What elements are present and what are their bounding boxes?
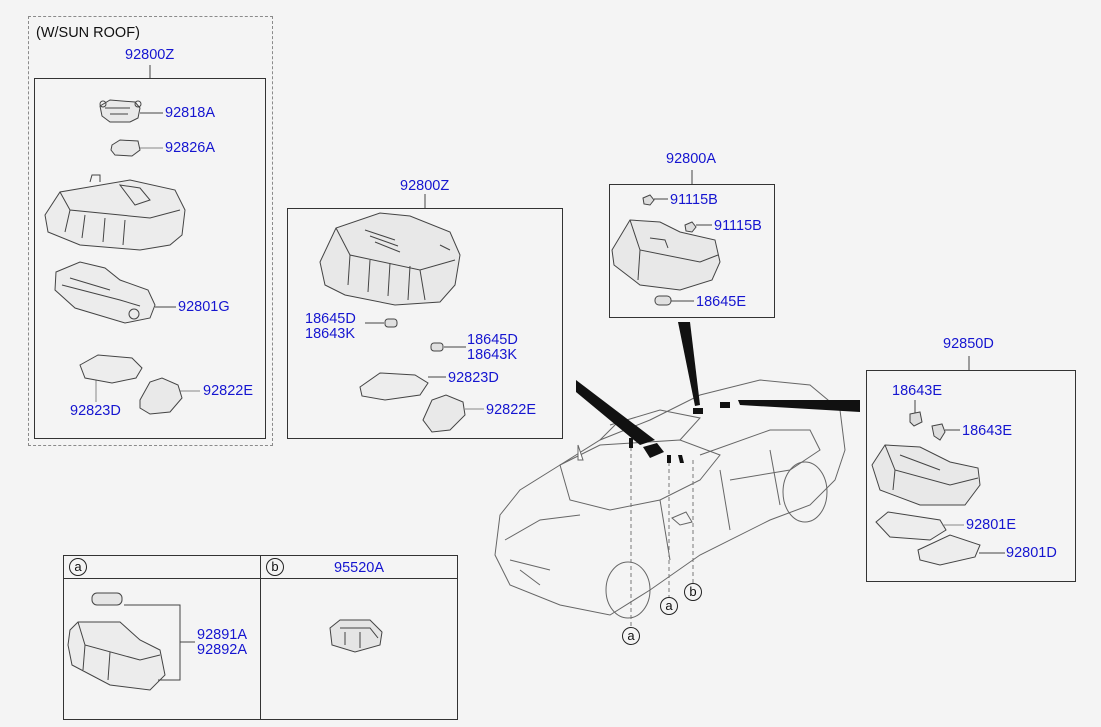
part-92801G: [54, 261, 156, 324]
sunroof-assembly-box: [34, 78, 266, 439]
part-92822E-left: [139, 377, 183, 415]
part-label-92822E-sunroof[interactable]: 92822E: [203, 383, 253, 399]
part-label-92823D-sunroof[interactable]: 92823D: [70, 403, 121, 419]
part-label-92850D[interactable]: 92850D: [943, 336, 994, 352]
top-assembly-box: [609, 184, 775, 318]
lens-92801E: [875, 511, 947, 541]
part-label-18645E[interactable]: 18645E: [696, 294, 746, 310]
part-console-left: [44, 174, 186, 251]
part-label-92826A[interactable]: 92826A: [165, 140, 215, 156]
part-label-18645D-left[interactable]: 18645D: [305, 311, 356, 327]
roof-lamp-marker-2: [720, 402, 730, 408]
part-console-top: [611, 219, 721, 291]
part-label-92891A[interactable]: 92891A: [197, 627, 247, 643]
bulb-18645D-right: [430, 342, 444, 352]
center-assembly-box: [287, 208, 563, 439]
part-92818A: [99, 99, 142, 123]
part-label-18645D-right[interactable]: 18645D: [467, 332, 518, 348]
part-label-92800A[interactable]: 92800A: [666, 151, 716, 167]
part-label-18643K-left[interactable]: 18643K: [305, 326, 355, 342]
roof-lamp-marker-1: [693, 408, 703, 414]
part-console-rear: [871, 444, 981, 506]
part-label-91115B-2[interactable]: 91115B: [714, 218, 762, 234]
part-92826A: [110, 139, 141, 157]
roof-console-marker: [643, 443, 664, 458]
part-92891A-lamp: [67, 592, 166, 691]
part-label-92823D-center[interactable]: 92823D: [448, 370, 499, 386]
lamp-location-markers: [629, 438, 684, 463]
part-95520A-detail: [340, 627, 379, 648]
part-label-92801D[interactable]: 92801D: [1006, 545, 1057, 561]
part-label-92801E[interactable]: 92801E: [966, 517, 1016, 533]
lens-92801D: [917, 534, 981, 566]
part-92822E-center: [422, 394, 466, 433]
clip-91115B-1: [642, 194, 655, 206]
car-marker-b[interactable]: b: [684, 583, 702, 601]
pointer-rear-console: [738, 400, 860, 412]
socket-18643E-2: [931, 423, 946, 441]
car-outline: [494, 379, 846, 619]
part-label-92818A[interactable]: 92818A: [165, 105, 215, 121]
part-label-18643E-2[interactable]: 18643E: [962, 423, 1012, 439]
part-label-18643E-1[interactable]: 18643E: [892, 383, 942, 399]
clip-91115B-2: [684, 221, 697, 233]
part-92823D-center: [359, 372, 429, 401]
car-marker-a-1[interactable]: a: [622, 627, 640, 645]
part-label-92800Z-sunroof[interactable]: 92800Z: [125, 47, 175, 63]
pointer-top-console: [678, 322, 700, 406]
rear-assembly-box: [866, 370, 1076, 582]
part-label-18643K-right[interactable]: 18643K: [467, 347, 517, 363]
pointer-center-console: [576, 380, 655, 445]
part-console-center: [319, 212, 461, 306]
car-marker-a-2[interactable]: a: [660, 597, 678, 615]
bulb-18645D-left: [384, 318, 398, 328]
sunroof-variant-frame: [28, 16, 273, 446]
part-label-92892A[interactable]: 92892A: [197, 642, 247, 658]
part-label-92800Z-center[interactable]: 92800Z: [400, 178, 450, 194]
detail-marker-a: a: [69, 558, 87, 576]
part-label-92822E-center[interactable]: 92822E: [486, 402, 536, 418]
part-label-91115B-1[interactable]: 91115B: [670, 192, 718, 208]
detail-table-column-divider: [260, 555, 261, 720]
part-label-92801G[interactable]: 92801G: [178, 299, 230, 315]
variant-title: (W/SUN ROOF): [36, 25, 140, 41]
part-label-95520A[interactable]: 95520A: [334, 560, 384, 576]
detail-marker-b: b: [266, 558, 284, 576]
leader-92891A: [124, 604, 195, 681]
socket-18643E-1: [909, 411, 923, 427]
part-92823D-left: [79, 354, 143, 384]
